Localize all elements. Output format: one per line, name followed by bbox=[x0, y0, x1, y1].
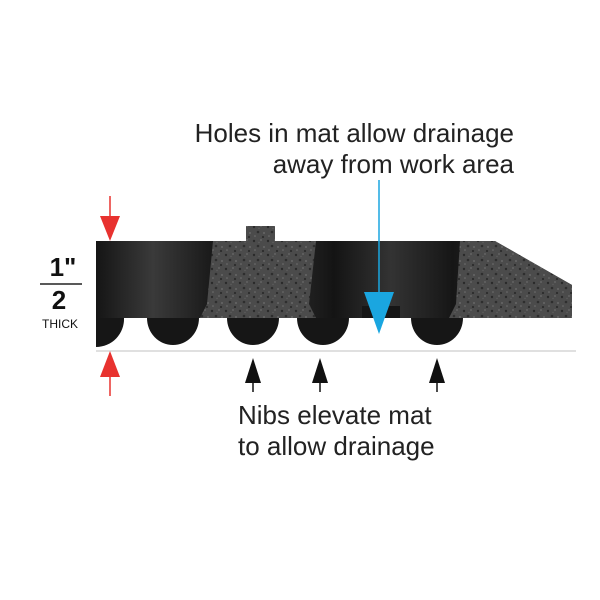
nib bbox=[147, 318, 199, 345]
red-arrow-top-icon bbox=[100, 216, 120, 241]
nib bbox=[227, 318, 279, 345]
blue-arrow-icon bbox=[364, 292, 394, 334]
mat-texture bbox=[200, 226, 572, 318]
holes-caption-line-2: away from work area bbox=[272, 149, 514, 179]
red-arrow-bottom-icon bbox=[100, 351, 120, 377]
holes-caption: Holes in mat allow drainage away from wo… bbox=[195, 118, 514, 180]
textured-edge bbox=[449, 241, 572, 318]
nibs bbox=[96, 318, 463, 347]
nib bbox=[96, 318, 125, 347]
drainage-arrow bbox=[364, 180, 394, 334]
thickness-arrows bbox=[100, 196, 120, 396]
holes-caption-line-1: Holes in mat allow drainage bbox=[194, 118, 514, 148]
thickness-denominator: 2 bbox=[51, 285, 67, 315]
textured-post bbox=[200, 226, 316, 318]
nibs-caption-line-2: to allow drainage bbox=[238, 431, 435, 461]
nibs-caption: Nibs elevate mat to allow drainage bbox=[238, 400, 435, 462]
thickness-numerator: 1" bbox=[49, 252, 77, 282]
up-arrow-icon bbox=[312, 358, 328, 383]
thickness-unit: THICK bbox=[42, 317, 78, 331]
up-arrow-icon bbox=[429, 358, 445, 383]
nib-arrows bbox=[245, 358, 445, 392]
up-arrow-icon bbox=[245, 358, 261, 383]
nib bbox=[297, 318, 349, 345]
nib bbox=[411, 318, 463, 345]
nibs-caption-line-1: Nibs elevate mat bbox=[238, 400, 432, 430]
